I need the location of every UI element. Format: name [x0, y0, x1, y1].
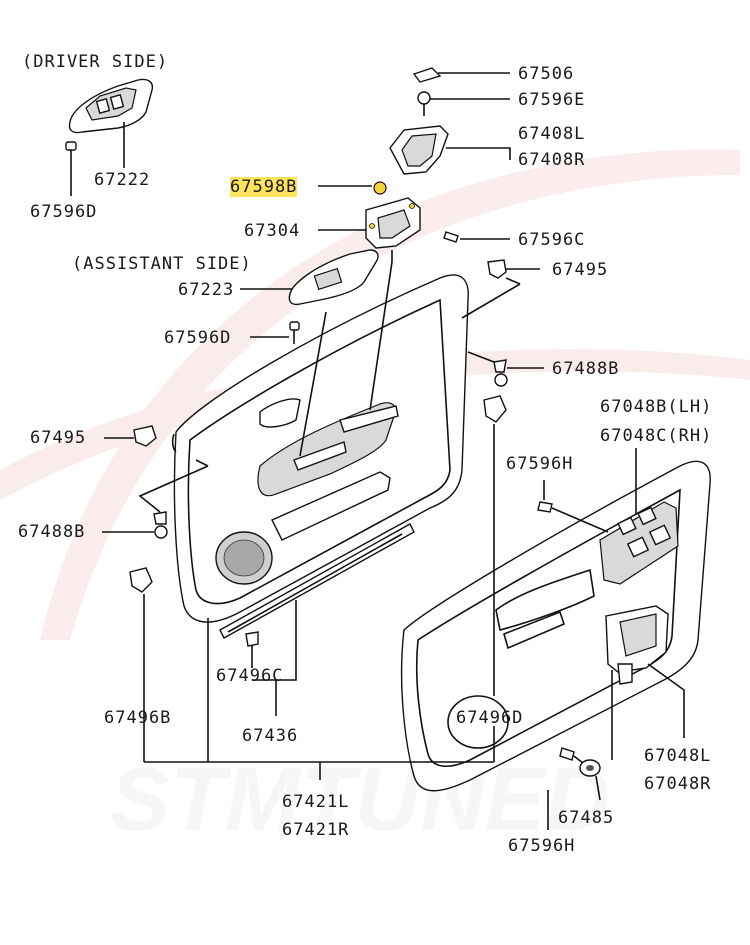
part-label-67304[interactable]: 67304	[244, 221, 301, 241]
part-label-67596H-upper[interactable]: 67596H	[506, 454, 574, 474]
part-label-67496B[interactable]: 67496B	[104, 708, 172, 728]
part-label-67596C[interactable]: 67596C	[518, 230, 586, 250]
part-label-67048L[interactable]: 67048L	[644, 746, 712, 766]
watermark-text: STMTUNED	[110, 750, 610, 850]
part-label-67598B-highlighted[interactable]: 67598B	[230, 177, 298, 197]
left-clips	[102, 425, 168, 762]
part-label-67485[interactable]: 67485	[558, 808, 615, 828]
part-label-67488B-right[interactable]: 67488B	[552, 359, 620, 379]
part-label-67223[interactable]: 67223	[178, 280, 235, 300]
part-label-67596D-upper[interactable]: 67596D	[30, 202, 98, 222]
part-label-67596D-lower[interactable]: 67596D	[164, 328, 232, 348]
part-label-67488B-left[interactable]: 67488B	[18, 522, 86, 542]
driver-switch-panel	[65, 78, 154, 196]
part-label-67596E[interactable]: 67596E	[518, 90, 586, 110]
part-label-67048C[interactable]: 67048C(RH)	[600, 426, 713, 446]
heading-driver-side: (DRIVER SIDE)	[22, 52, 169, 72]
part-label-67495-right[interactable]: 67495	[552, 260, 609, 280]
part-label-67436[interactable]: 67436	[242, 726, 299, 746]
part-label-67408R[interactable]: 67408R	[518, 150, 586, 170]
part-label-67496C[interactable]: 67496C	[216, 666, 284, 686]
part-label-67421L[interactable]: 67421L	[282, 792, 350, 812]
upper-parts	[318, 67, 544, 423]
assistant-switch-panel	[240, 249, 379, 344]
part-label-67048R[interactable]: 67048R	[644, 774, 712, 794]
door-trim-secondary	[400, 424, 711, 830]
part-label-67421R[interactable]: 67421R	[282, 820, 350, 840]
heading-assistant-side: (ASSISTANT SIDE)	[72, 254, 252, 274]
part-label-67048B[interactable]: 67048B(LH)	[600, 397, 713, 417]
bottom-bracket	[144, 761, 494, 780]
part-label-67222[interactable]: 67222	[94, 170, 151, 190]
part-label-67596H-lower[interactable]: 67596H	[508, 836, 576, 856]
door-trim-main	[138, 261, 521, 762]
part-label-67496D[interactable]: 67496D	[456, 708, 524, 728]
part-label-67495-left[interactable]: 67495	[30, 428, 87, 448]
part-label-67408L[interactable]: 67408L	[518, 124, 586, 144]
part-label-67506[interactable]: 67506	[518, 64, 575, 84]
